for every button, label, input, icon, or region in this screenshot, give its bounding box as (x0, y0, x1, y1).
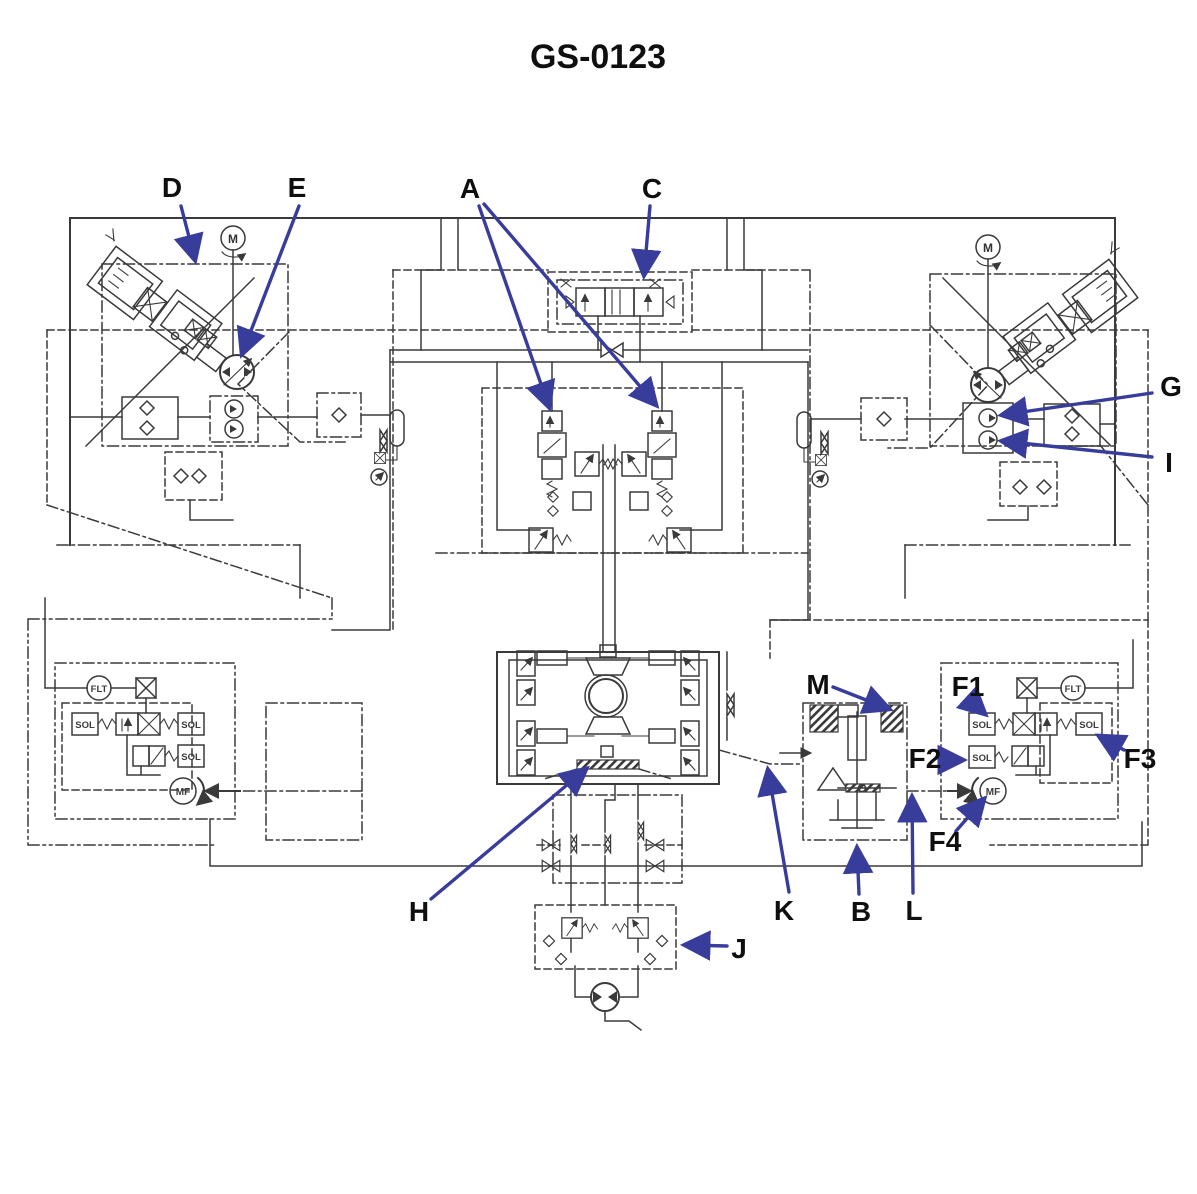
callout-label-a: A (460, 173, 480, 204)
filter-label-right: FLT (1065, 684, 1082, 695)
sol-label-f2: SOL (972, 753, 992, 764)
callout-arrow-m (831, 685, 894, 714)
callout-arrow-a2 (482, 202, 660, 409)
sol-label-f3: SOL (1079, 720, 1099, 731)
solenoid-left-3 (177, 744, 205, 768)
callout-label-h: H (409, 896, 429, 927)
gear-pump-i (978, 430, 998, 450)
callout-label-f1: F1 (952, 671, 985, 702)
callout-arrow-k (757, 764, 791, 894)
callout-label-g: G (1160, 371, 1182, 402)
callout-label-l: L (905, 895, 922, 926)
pilot-valves-a (538, 361, 676, 497)
callout-arrow-c (630, 204, 662, 281)
solenoid-left-2 (177, 712, 205, 736)
callout-arrow-e (236, 204, 301, 359)
top-right-pump-assembly: M (796, 234, 1151, 521)
callout-arrow-f4 (954, 795, 988, 833)
page-title: GS-0123 (530, 38, 666, 76)
variable-pump-e (220, 355, 254, 389)
shutoff-valve-block (536, 783, 683, 913)
block-j-motor-circuit (534, 904, 677, 1032)
callout-label-e: E (288, 172, 307, 203)
hydraulic-motor-j (590, 982, 620, 1012)
callout-arrow-h (429, 765, 590, 901)
motor-label-right: M (983, 241, 993, 255)
callout-arrow-f1 (955, 685, 989, 718)
callout-arrow-f3 (1094, 733, 1129, 762)
callout-label-m: M (806, 669, 829, 700)
mf-label-right: MF (986, 787, 1000, 798)
callout-label-d: D (162, 172, 182, 203)
ground-anchor-h (576, 759, 640, 770)
gear-pump-g (978, 408, 998, 428)
callout-arrow-j (679, 930, 729, 961)
callout-arrow-l (896, 791, 928, 895)
callout-label-f4: F4 (929, 826, 962, 857)
solenoid-block-left: FLT SOL SOL SOL MF (44, 597, 363, 820)
callouts: D E A C G I M F1 F2 F3 F4 H K B L J (162, 172, 1182, 964)
main-control-valve (435, 387, 809, 653)
filter-label-left: FLT (91, 684, 108, 695)
sol-label-l1: SOL (75, 720, 95, 731)
callout-arrow-g (996, 391, 1154, 427)
gearbox-b (718, 702, 908, 841)
center-swivel-joint (496, 644, 735, 785)
callout-label-i: I (1165, 447, 1173, 478)
solenoid-block-right: FLT SOL SOL SOL MF (906, 639, 1134, 820)
callout-arrow-i (996, 428, 1154, 459)
callout-arrow-a1 (477, 204, 556, 412)
callout-label-f3: F3 (1124, 743, 1157, 774)
callout-label-j: J (731, 933, 747, 964)
callout-label-b: B (851, 896, 871, 927)
sol-label-l3: SOL (181, 752, 201, 763)
solenoid-f3 (1075, 712, 1103, 736)
callout-arrow-d (173, 204, 204, 265)
callout-label-f2: F2 (909, 743, 942, 774)
motor-label-left: M (228, 232, 238, 246)
sol-label-l2: SOL (181, 720, 201, 731)
top-left-pump-assembly: M (69, 225, 405, 521)
callout-label-k: K (774, 895, 794, 926)
callout-arrow-b (842, 842, 874, 896)
pilot-valve-c (547, 271, 693, 363)
variable-pump-right (971, 368, 1005, 402)
callout-label-c: C (642, 173, 662, 204)
sol-label-f1: SOL (972, 720, 992, 731)
mf-label-left: MF (176, 787, 190, 798)
